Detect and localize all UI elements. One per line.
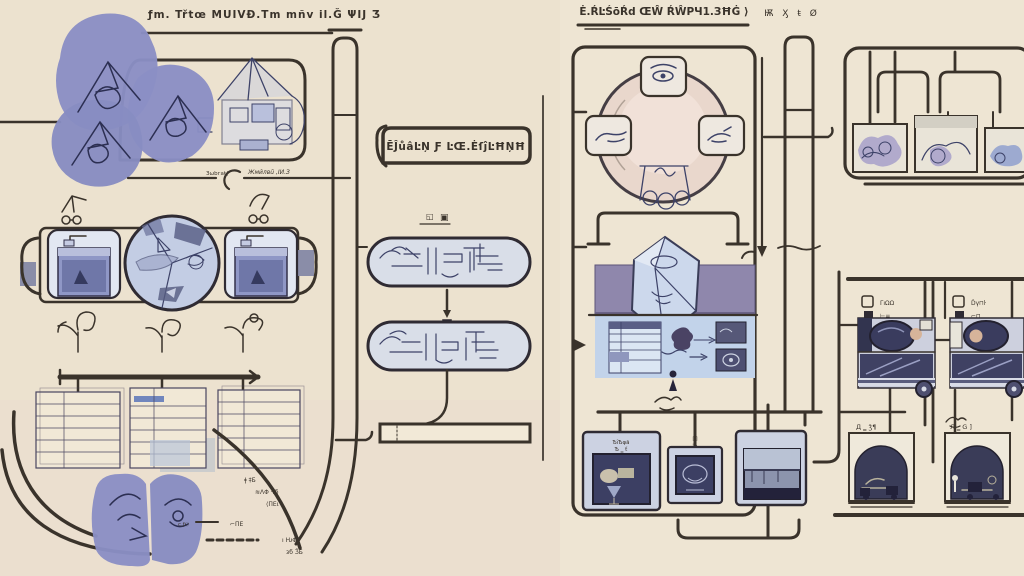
left-band-section [20, 193, 318, 312]
vehicle-machine-2: Ďγ⊓ŀ ⌐⊓‗ [949, 295, 1024, 398]
frag-4: ⌐ПΕ [230, 521, 244, 528]
arch1-label: Д ‗ ǯ¶ [856, 423, 876, 431]
panel-thumb-frames [715, 321, 747, 372]
right-section: Ė.ŔĿŚōŔd ŒŴ ŔŴPЧ1.ЗĦĠ ⟩ [571, 4, 823, 540]
specimen-box-1 [852, 123, 908, 173]
monitor1-caption-2: Ѣ ‗ ť [615, 447, 628, 453]
cloud-tent-sketch-icon [71, 60, 207, 166]
tick-arrow-icon [574, 339, 586, 351]
center-label-text: ĒĴůâĿŅ Ƒ ĿŒ.ĖſĵĿĦŅĦ [386, 139, 525, 153]
left-caption-a: Зѡbгаŧ⟨ [206, 170, 228, 177]
table-sketch-1 [35, 387, 125, 469]
arch-box-2: Л ‗ G ] [944, 423, 1011, 508]
arrowhead-icon [757, 246, 767, 257]
hand-icon [595, 131, 627, 143]
center-section: ĒĴůâĿŅ Ƒ ĿŒ.ĖſĵĿĦŅĦ ◱ ▣ [327, 28, 544, 461]
monitor-3: ⊑⊏ ≡ ∷⊐ [734, 429, 808, 507]
terminal-left [46, 228, 122, 300]
table-sketch-3 [217, 385, 305, 469]
frag-3: ⟨ПΕι [266, 501, 279, 508]
monitor-1: ѢȋѢφā Ѣ ‗ ť [581, 430, 662, 512]
left-section: ƒm. Třtœ MUIVĐ.Tm mñv il.Ğ ΨIJ Ӡ [0, 8, 381, 567]
bird-sketch-icon [248, 193, 270, 224]
arch-box-1: Д ‗ ǯ¶ [848, 423, 915, 508]
bottom-blue-blob [91, 473, 203, 567]
panel-thumb-figure [661, 327, 716, 361]
output-bar [378, 422, 532, 444]
specimen-container [843, 46, 1024, 180]
pill-output [378, 368, 532, 444]
tent-machine-sketch [197, 57, 305, 151]
center-label-box: ĒĴůâĿŅ Ƒ ĿŒ.ĖſĵĿĦŅĦ [375, 124, 532, 168]
gem-machine [587, 235, 759, 411]
arch2-label: Л ‗ G ] [950, 423, 972, 431]
left-bottom-section: ǂ ‡Б ≋ΛΦ ·ŀб ⟨ПΕι ⌐ПΕ c.ƒ℮ ı ǶΦ зб ǮБ [0, 326, 359, 567]
pie-circle [123, 214, 221, 312]
frag-2: ≋ΛΦ ·ŀб [255, 489, 279, 496]
monitor2-caption-1: ▣ [692, 436, 697, 442]
pill-module-2 [366, 320, 532, 372]
curl-arrow-icon [223, 169, 242, 191]
flag-sketch-icon [61, 195, 87, 225]
center-emblem-sketch [639, 165, 691, 210]
circle-to-machine-bracket [586, 211, 750, 246]
table-sketches [35, 385, 305, 469]
panel-thumb-table [608, 321, 662, 374]
pill-module-1 [366, 236, 532, 288]
left-title: ƒm. Třtœ MUIVĐ.Tm mñv il.Ğ ΨIJ Ӡ [147, 8, 381, 21]
left-brace [20, 236, 42, 296]
vehicle-machine-1: ΓıΩΩ ⊢≡‗ [857, 295, 936, 398]
pill-icon-a: ◱ [426, 212, 434, 221]
center-rail [327, 28, 374, 442]
far-right-section: ΓıΩΩ ⊢≡‗ Ďγ⊓ŀ ⌐⊓‗ [812, 46, 1024, 517]
terminal-right [223, 228, 299, 300]
frag-5: c.ƒ℮ [178, 522, 190, 528]
left-table-section [35, 311, 305, 472]
monitor-2: ▣ ∷· [666, 436, 724, 505]
badge-top [639, 55, 688, 98]
machine2-label-1: Ďγ⊓ŀ [971, 299, 986, 307]
right-brace [296, 236, 318, 296]
machine1-label-1: ΓıΩΩ [880, 300, 895, 307]
bird-scribble-icon [945, 416, 967, 429]
eye-icon [650, 63, 677, 82]
band-right-tab [296, 250, 314, 276]
frag-6: ı ǶΦ [282, 537, 297, 544]
sail-glyph-icon [251, 270, 265, 284]
plant-sketch-icons [57, 311, 264, 353]
rails-caption: Ѭ Ӽ ŧ Ø [764, 8, 820, 19]
wing-icon [707, 126, 732, 143]
badge-left [584, 114, 633, 157]
bird-scribble-icon [654, 396, 682, 411]
machine1-label-2: ⊢≡‗ [880, 313, 894, 320]
right-title: Ė.ŔĿŚōŔd ŒŴ ŔŴPЧ1.ЗĦĠ ⟩ [579, 4, 748, 18]
machine2-label-2: ⌐⊓‗ [971, 313, 985, 320]
blue-cloud-blobs [51, 13, 214, 187]
small-figure-icon [669, 370, 677, 391]
frag-1: ǂ ‡Б [244, 477, 256, 484]
monitor1-caption-1: ѢȋѢφā [612, 439, 629, 446]
cycle-circle [584, 55, 746, 210]
blob-face-sketch [109, 493, 192, 541]
left-caption-b: Жмйлвŭ ,IИ.З [247, 169, 290, 176]
specimen-box-3 [984, 127, 1024, 173]
pill-icon-b: ▣ [440, 213, 449, 223]
specimen-box-2 [914, 115, 978, 173]
arrow-down-icon [443, 310, 451, 318]
between-rails: Ѭ Ӽ ŧ Ø [757, 8, 834, 414]
frag-7: зб ǮБ [286, 548, 303, 556]
table-sketch-2 [129, 387, 207, 469]
badge-right [697, 114, 746, 157]
sail-glyph-icon [74, 270, 88, 284]
